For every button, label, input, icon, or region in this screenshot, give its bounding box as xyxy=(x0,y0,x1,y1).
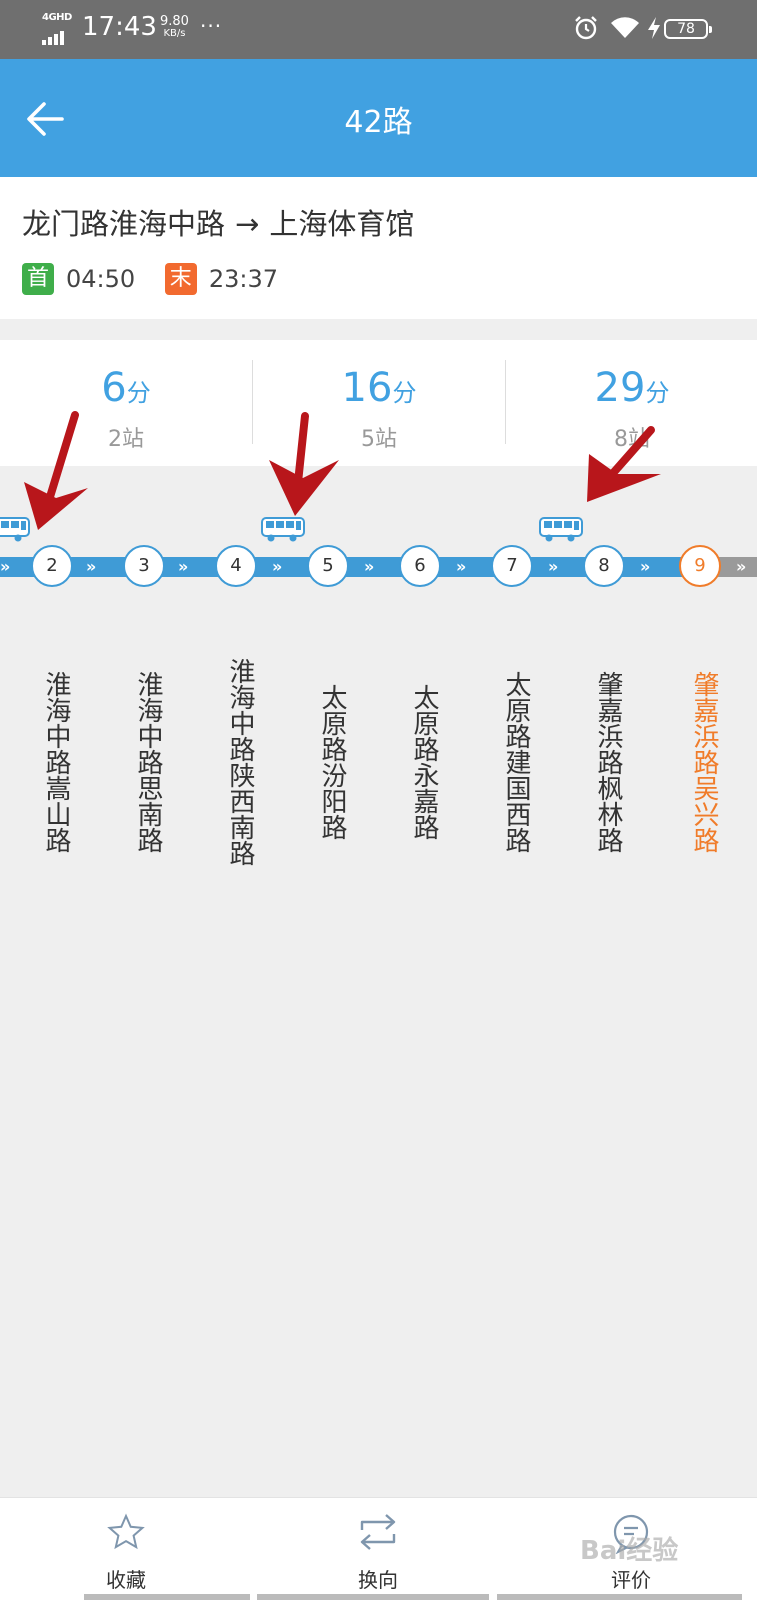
eta-unit: 分 xyxy=(126,379,151,407)
direction-chevron-icon: » xyxy=(456,557,466,576)
service-times: 首 04:50 末 23:37 xyxy=(22,263,278,295)
bus-icon[interactable] xyxy=(261,517,305,543)
stop-name[interactable]: 淮海中路陕西南路 xyxy=(225,658,255,866)
favorite-label: 收藏 xyxy=(106,1568,146,1592)
eta-unit: 分 xyxy=(392,379,417,407)
eta-minutes: 16 xyxy=(341,365,393,411)
last-bus-time: 23:37 xyxy=(208,265,278,293)
app-header: 42路 xyxy=(0,59,757,177)
direction-chevron-icon: » xyxy=(640,557,650,576)
stop-name[interactable]: 肇嘉浜路枫林路 xyxy=(593,671,623,853)
stop-node[interactable]: 6 xyxy=(399,545,441,587)
eta-item[interactable]: 16分 5站 xyxy=(253,340,505,466)
divider xyxy=(505,360,506,444)
clock: 17:43 xyxy=(82,12,157,42)
bottom-toolbar: 收藏 换向 评价 xyxy=(0,1497,757,1601)
divider xyxy=(84,1594,250,1600)
reverse-label: 换向 xyxy=(358,1568,398,1592)
rate-button[interactable]: 评价 xyxy=(505,1498,757,1601)
speed-value: 9.80 xyxy=(160,14,189,29)
back-arrow-icon[interactable] xyxy=(22,95,70,143)
route-direction: 龙门路淮海中路 → 上海体育馆 xyxy=(22,201,414,243)
battery-icon: 78 xyxy=(664,19,712,39)
more-notifications-icon: ··· xyxy=(200,14,223,38)
stop-node[interactable]: 8 xyxy=(583,545,625,587)
route-track xyxy=(0,557,757,577)
stop-name[interactable]: 太原路汾阳路 xyxy=(317,684,347,840)
direction-chevron-icon: » xyxy=(272,557,282,576)
battery-level: 78 xyxy=(677,21,695,37)
divider xyxy=(252,360,253,444)
bus-icon[interactable] xyxy=(0,517,30,543)
comment-icon xyxy=(613,1514,649,1554)
network-speed: 9.80 KB/s xyxy=(160,15,189,39)
eta-stops: 2站 xyxy=(108,427,144,452)
direction-chevron-icon: » xyxy=(736,557,746,576)
swap-icon xyxy=(360,1514,396,1550)
reverse-direction-button[interactable]: 换向 xyxy=(252,1498,504,1601)
speed-unit: KB/s xyxy=(163,28,186,39)
stop-name[interactable]: 太原路建国西路 xyxy=(501,671,531,853)
favorite-button[interactable]: 收藏 xyxy=(0,1498,252,1601)
annotation-arrow-icon xyxy=(587,426,661,502)
wifi-icon xyxy=(611,17,639,38)
stop-node[interactable]: 7 xyxy=(491,545,533,587)
direction-chevron-icon: » xyxy=(178,557,188,576)
stop-name[interactable]: 太原路永嘉路 xyxy=(409,684,439,840)
stop-node[interactable]: 2 xyxy=(31,545,73,587)
divider xyxy=(257,1594,489,1600)
direction-chevron-icon: » xyxy=(0,557,10,576)
current-stop-name[interactable]: 肇嘉浜路吴兴路 xyxy=(689,671,719,853)
stop-name[interactable]: 淮海中路思南路 xyxy=(133,671,163,853)
arrival-estimates: 6分 2站 16分 5站 29分 8站 xyxy=(0,340,757,466)
eta-item[interactable]: 6分 2站 xyxy=(0,340,252,466)
alarm-icon xyxy=(575,16,597,40)
star-icon xyxy=(107,1513,145,1550)
route-destination: 上海体育馆 xyxy=(269,207,415,241)
charging-icon xyxy=(648,17,660,39)
network-type: 4GHD xyxy=(42,12,72,23)
stop-name[interactable]: 淮海中路嵩山路 xyxy=(41,671,71,853)
eta-stops: 5站 xyxy=(361,427,397,452)
direction-chevron-icon: » xyxy=(364,557,374,576)
annotation-arrow-icon xyxy=(269,412,339,516)
current-stop-node[interactable]: 9 xyxy=(679,545,721,587)
direction-chevron-icon: » xyxy=(548,557,558,576)
stop-node[interactable]: 4 xyxy=(215,545,257,587)
first-bus-time: 04:50 xyxy=(66,265,136,293)
eta-minutes: 6 xyxy=(101,365,127,411)
bus-icon[interactable] xyxy=(539,517,583,543)
route-info: 龙门路淮海中路 → 上海体育馆 首 04:50 末 23:37 xyxy=(0,177,757,319)
divider xyxy=(497,1594,742,1600)
watermark: Bai经验 xyxy=(580,1536,679,1566)
first-bus-badge: 首 xyxy=(22,263,54,295)
signal-icon: 4GHD xyxy=(40,12,74,45)
page-title: 42路 xyxy=(344,105,413,140)
stop-node[interactable]: 3 xyxy=(123,545,165,587)
status-bar: 4GHD 17:43 9.80 KB/s ··· 78 xyxy=(0,0,757,59)
direction-arrow-icon: → xyxy=(235,207,260,241)
eta-unit: 分 xyxy=(645,379,670,407)
stop-node[interactable]: 5 xyxy=(307,545,349,587)
annotation-arrow-icon xyxy=(24,411,88,530)
last-bus-badge: 末 xyxy=(164,263,197,295)
rate-label: 评价 xyxy=(611,1568,651,1592)
route-origin: 龙门路淮海中路 xyxy=(22,207,226,241)
direction-chevron-icon: » xyxy=(86,557,96,576)
eta-minutes: 29 xyxy=(594,365,646,411)
